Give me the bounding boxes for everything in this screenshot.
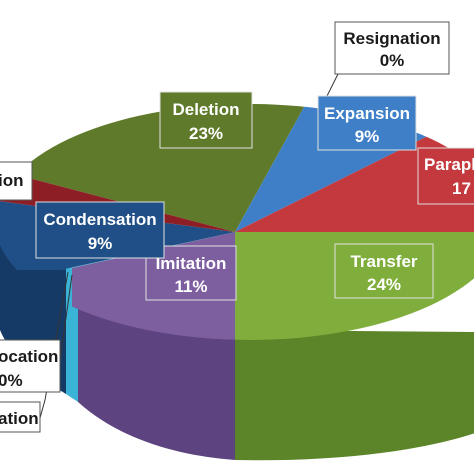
label-box-paraphrase xyxy=(417,147,474,205)
label-expansion-name: Expansion xyxy=(324,104,410,123)
label-resignation-value: 0% xyxy=(380,51,405,70)
label-occupation-value: 0% xyxy=(0,371,23,390)
label-box-transfer xyxy=(334,243,434,299)
label-box-ation xyxy=(0,401,41,433)
leader-ation xyxy=(39,271,69,419)
label-condensation-name: Condensation xyxy=(43,210,156,229)
label-transfer-name: Transfer xyxy=(350,252,417,271)
label-expansion-value: 9% xyxy=(355,127,380,146)
slice-deletion xyxy=(0,104,330,232)
label-ation-name: ation xyxy=(0,409,39,428)
label-paraphrase-value: 17 xyxy=(452,179,471,198)
label-imitation-value: 11% xyxy=(174,277,207,296)
label-deletion-name: Deletion xyxy=(172,100,239,119)
label-ion-name: ion xyxy=(0,171,24,190)
pie-top xyxy=(0,104,474,340)
label-occupation-name: ocation xyxy=(0,347,58,366)
label-box-resignation xyxy=(334,21,450,75)
label-paraphrase-name: Parapl xyxy=(424,155,474,174)
label-transfer-value: 24% xyxy=(367,275,401,294)
label-deletion-value: 23% xyxy=(189,124,223,143)
label-box-ion xyxy=(0,161,33,201)
label-box-deletion xyxy=(159,91,253,149)
label-resignation-name: Resignation xyxy=(343,29,440,48)
label-imitation-name: Imitation xyxy=(156,254,227,273)
label-box-condensation xyxy=(35,201,165,259)
data-labels: Resignation 0% Expansion 9% Parapl 17 Tr… xyxy=(0,21,474,433)
label-condensation-value: 9% xyxy=(88,234,113,253)
label-box-expansion xyxy=(317,95,417,151)
slice-side-transfer xyxy=(235,330,474,461)
label-box-occupation xyxy=(0,339,61,393)
